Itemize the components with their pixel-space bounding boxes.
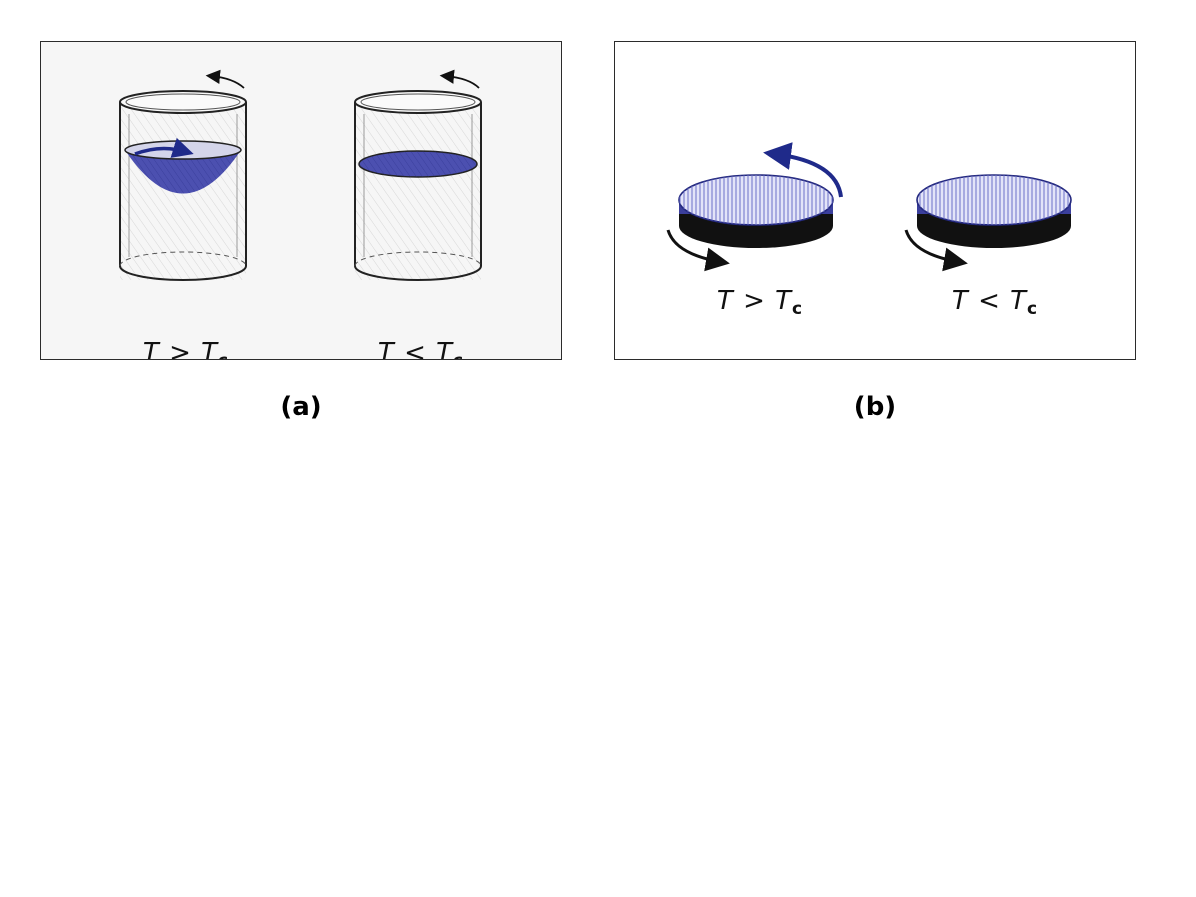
fluid-rotation-arrow	[134, 137, 194, 158]
bucket-rotation-arrow	[439, 69, 480, 89]
label-t-less-tc: T < Tc	[377, 338, 463, 360]
caption-b: (b)	[853, 392, 897, 422]
substrate-rotation-arrow	[904, 229, 968, 272]
substrate-rotation-arrow	[666, 229, 730, 272]
disc-diagram	[666, 142, 1072, 272]
label-t-greater-tc: T > Tc	[716, 286, 804, 319]
caption-a: (a)	[280, 392, 322, 422]
label-t-greater-tc: T > Tc	[142, 338, 228, 360]
panel-a-rotating-buckets: T > Tc T < Tc	[40, 41, 562, 360]
label-t-less-tc: T < Tc	[951, 286, 1039, 319]
bucket-right	[354, 69, 482, 281]
bucket-left	[119, 69, 247, 281]
disc-right	[904, 174, 1072, 272]
disc-left	[666, 142, 843, 272]
disc-rotation-arrow	[763, 142, 843, 198]
bucket-diagram	[119, 69, 482, 281]
panel-b-rotating-discs: T > Tc T < Tc	[614, 41, 1136, 360]
bucket-rotation-arrow	[205, 69, 245, 89]
